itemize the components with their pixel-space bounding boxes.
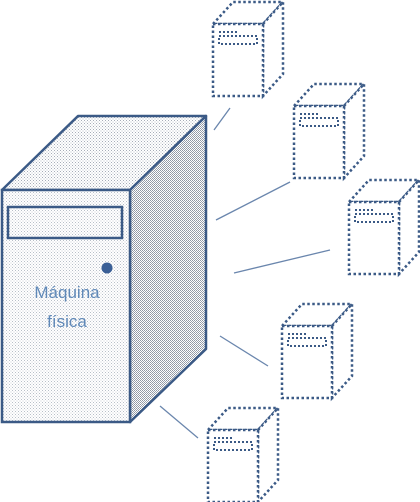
virtual-machine-3 (347, 178, 420, 276)
virtual-machine-1 (211, 0, 285, 98)
virtual-machine-4 (280, 302, 354, 400)
connector-line-vm4 (219, 335, 269, 367)
physical-machine-label-line2: física (47, 312, 87, 331)
virtual-machine-2 (292, 82, 366, 180)
physical-machine-label-line1: Máquina (34, 283, 100, 302)
connectors (159, 107, 331, 439)
connector-line-vm2 (215, 181, 291, 221)
connector-line-vm3 (233, 249, 331, 274)
connector-line-vm5 (159, 405, 199, 439)
power-button (101, 262, 113, 274)
connector-line-vm1 (213, 107, 231, 131)
virtual-machine-5 (206, 406, 280, 502)
drive-bay (6, 205, 124, 240)
physical-machine (0, 114, 208, 424)
